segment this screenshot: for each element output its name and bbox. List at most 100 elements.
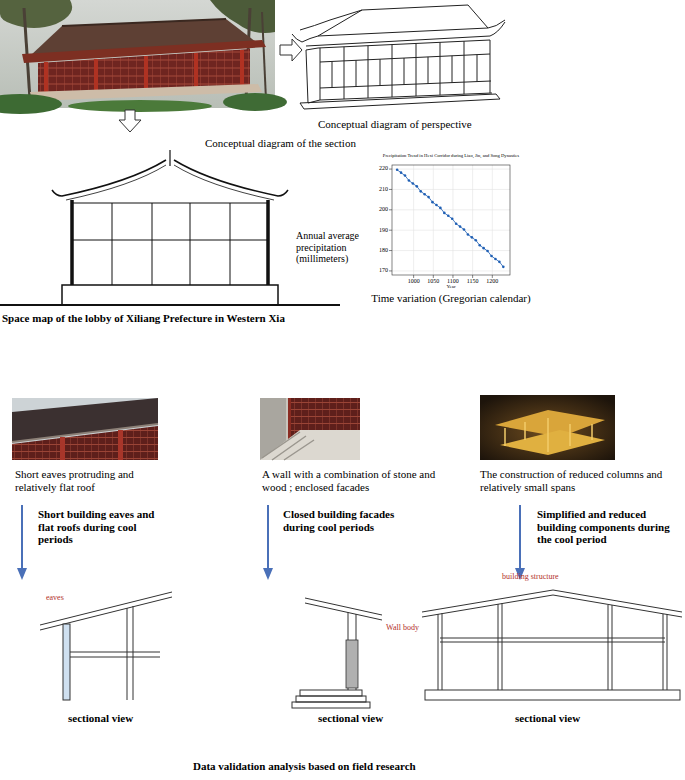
axis-label: Year <box>431 284 471 290</box>
eaves-photo-part <box>12 398 158 460</box>
wall-section-part <box>346 640 358 688</box>
figure-label: Conceptual diagram of the section <box>205 137 356 150</box>
wall-section-part <box>292 702 370 708</box>
structure-section <box>422 590 682 700</box>
part-label: Wall body <box>386 623 419 632</box>
hall-photo-part <box>194 53 198 87</box>
section-drawing-part <box>174 165 274 200</box>
eaves-photo-part <box>12 426 158 460</box>
perspective-drawing-part <box>300 10 362 30</box>
perspective-drawing-part <box>320 93 492 100</box>
perspective-drawing-part <box>320 40 490 100</box>
structure-section-part <box>425 690 680 700</box>
precipitation-chart-part <box>471 236 474 239</box>
hall-photo-part <box>0 0 275 108</box>
hall-photo-part <box>68 100 212 112</box>
axis-label: Annual average precipitation (millimeter… <box>296 230 368 265</box>
hall-photo-part <box>262 12 266 100</box>
precipitation-chart-part <box>396 168 399 171</box>
perspective-drawing-part <box>318 10 362 36</box>
hall-photo-part <box>144 56 148 89</box>
precipitation-chart-part <box>392 165 510 275</box>
precipitation-chart-part <box>452 275 453 278</box>
perspective-drawing-part <box>306 48 320 103</box>
precipitation-chart-part <box>451 217 454 220</box>
facade-photo-part <box>262 432 314 460</box>
description-text: The construction of reduced columns and … <box>480 468 675 493</box>
precipitation-chart-part <box>474 239 477 242</box>
precipitation-chart-part <box>423 193 426 196</box>
precipitation-chart-part <box>400 171 403 174</box>
precipitation-chart-part <box>389 230 392 231</box>
eaves-photo-part <box>60 437 65 460</box>
precipitation-chart-part <box>459 225 462 228</box>
precipitation-chart-part <box>463 228 466 231</box>
perspective-drawing-part <box>320 54 491 88</box>
hall-photo-part <box>223 93 287 111</box>
precipitation-chart-part <box>439 207 442 210</box>
precipitation-chart-part <box>392 165 510 275</box>
precipitation-chart-part <box>492 275 493 278</box>
precipitation-chart-part <box>490 255 493 258</box>
section-drawing-part <box>0 304 340 306</box>
precipitation-chart-part <box>408 179 411 182</box>
tick-label: 1000 <box>399 278 429 285</box>
tick-label: 190 <box>366 227 388 234</box>
perspective-drawing-part <box>292 20 505 42</box>
section-drawing-part <box>52 160 166 196</box>
section-drawing-part <box>174 160 288 196</box>
description-text: A wall with a combination of stone and w… <box>262 468 450 493</box>
tick-label: 1050 <box>418 278 448 285</box>
model-photo-part <box>480 395 615 460</box>
chart-title: Precipitation Trend in Hexi Corridor dur… <box>363 153 539 158</box>
perspective-drawing <box>292 5 505 109</box>
perspective-drawing-part <box>332 55 477 88</box>
figure-label: Conceptual diagram of perspective <box>318 118 472 131</box>
section-drawing-part <box>72 203 268 240</box>
hall-photo-part <box>0 94 62 114</box>
precipitation-chart-part <box>502 266 505 269</box>
structure-section-part <box>608 605 667 690</box>
hall-photo-part <box>0 0 72 28</box>
hall-photo-part <box>62 19 226 26</box>
part-label: building structure <box>502 572 559 581</box>
precipitation-chart-part <box>433 275 434 278</box>
precipitation-chart-part <box>404 174 407 177</box>
eaves-section-part <box>63 624 70 700</box>
precipitation-chart-part <box>433 165 434 275</box>
hall-photo-part <box>94 59 98 91</box>
structure-section-part <box>440 638 665 642</box>
flow-arrow-part <box>280 39 302 61</box>
perspective-drawing-part <box>468 5 488 28</box>
precipitation-chart <box>389 165 510 278</box>
model-photo <box>480 395 615 460</box>
tick-label: 1200 <box>477 278 507 285</box>
flow-arrow <box>119 39 302 132</box>
perspective-drawing-part <box>362 5 468 10</box>
description-text: Short eaves protruding and relatively fl… <box>15 468 135 493</box>
precipitation-chart-part <box>389 209 392 210</box>
eaves-section <box>40 592 172 700</box>
eaves-photo-part <box>118 430 123 460</box>
tick-label: 180 <box>366 247 388 254</box>
precipitation-chart-part <box>427 196 430 199</box>
precipitation-chart-part <box>419 190 422 193</box>
finding-arrow-part <box>263 568 273 580</box>
finding-text: Closed building facades during cool peri… <box>283 508 415 533</box>
facade-photo-part <box>260 430 360 460</box>
finding-text: Simplified and reduced building componen… <box>537 508 677 546</box>
structure-section-part <box>422 590 682 617</box>
hall-photo <box>0 0 287 114</box>
precipitation-chart-part <box>412 182 415 185</box>
hall-photo-part <box>240 50 244 86</box>
finding-arrow <box>17 505 525 580</box>
hall-photo-part <box>44 62 48 94</box>
section-drawing-part <box>112 203 230 285</box>
section-drawing-part <box>72 200 268 285</box>
finding-text: Short building eaves and flat roofs duri… <box>38 508 163 546</box>
figure-title: Space map of the lobby of Xiliang Prefec… <box>2 312 285 325</box>
tick-label: 1100 <box>438 278 468 285</box>
wall-section-part <box>296 696 366 702</box>
finding-arrow-part <box>22 505 520 570</box>
